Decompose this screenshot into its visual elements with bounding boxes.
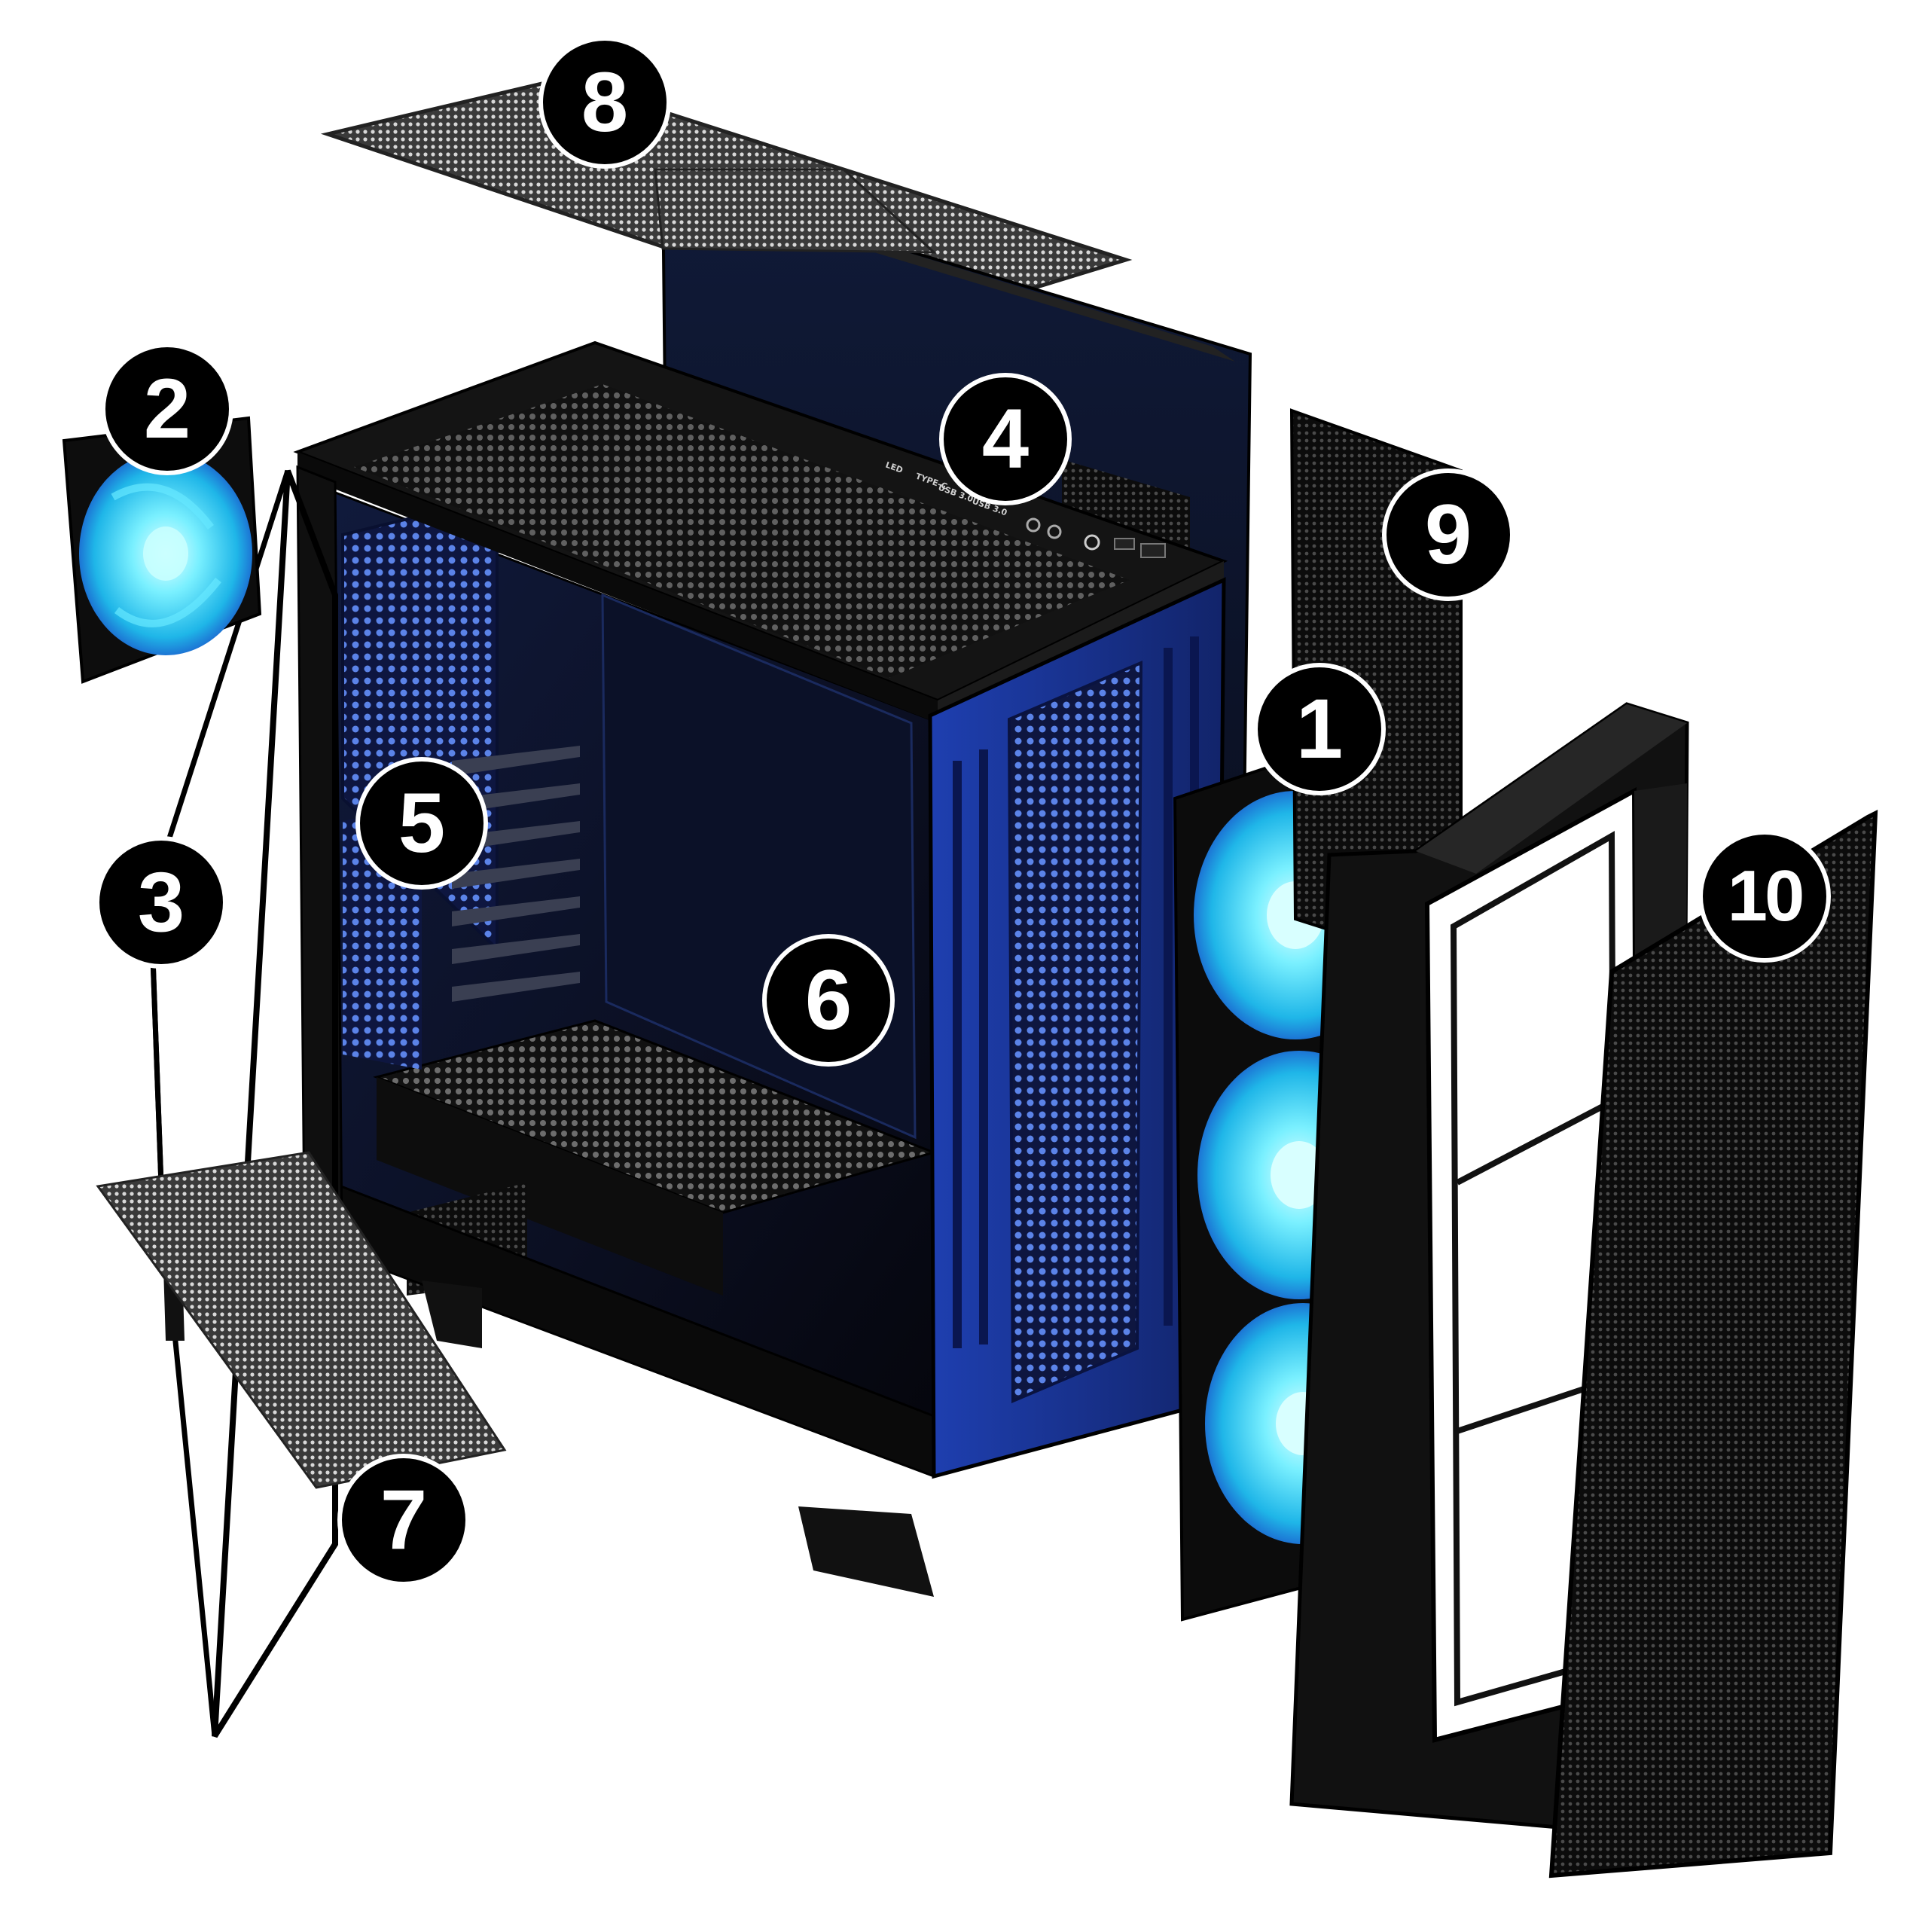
callout-8: 8 — [538, 36, 671, 169]
front-bezel-frame — [1289, 702, 1689, 1840]
rear-fan — [62, 416, 262, 684]
callout-2: 2 — [101, 343, 233, 475]
front-mesh-panel — [1548, 810, 1878, 1879]
power-button-icon — [1084, 534, 1100, 551]
callout-3: 3 — [95, 836, 227, 969]
callout-9: 9 — [1382, 469, 1515, 601]
audio-jack-icon — [1047, 524, 1062, 539]
callout-5: 5 — [355, 757, 488, 890]
bottom-dust-filter — [96, 1151, 507, 1489]
callout-4: 4 — [939, 373, 1072, 505]
front-frame — [296, 465, 1226, 1479]
callout-6: 6 — [762, 934, 895, 1067]
usb-port — [1140, 543, 1166, 558]
callout-7: 7 — [337, 1454, 470, 1586]
callout-10: 10 — [1698, 830, 1831, 963]
callout-1: 1 — [1253, 663, 1386, 795]
audio-jack-icon — [1026, 517, 1041, 533]
reset-button — [1114, 538, 1135, 550]
top-panel: LED TYPE-C USB 3.0 USB 3.0 — [293, 340, 1228, 723]
